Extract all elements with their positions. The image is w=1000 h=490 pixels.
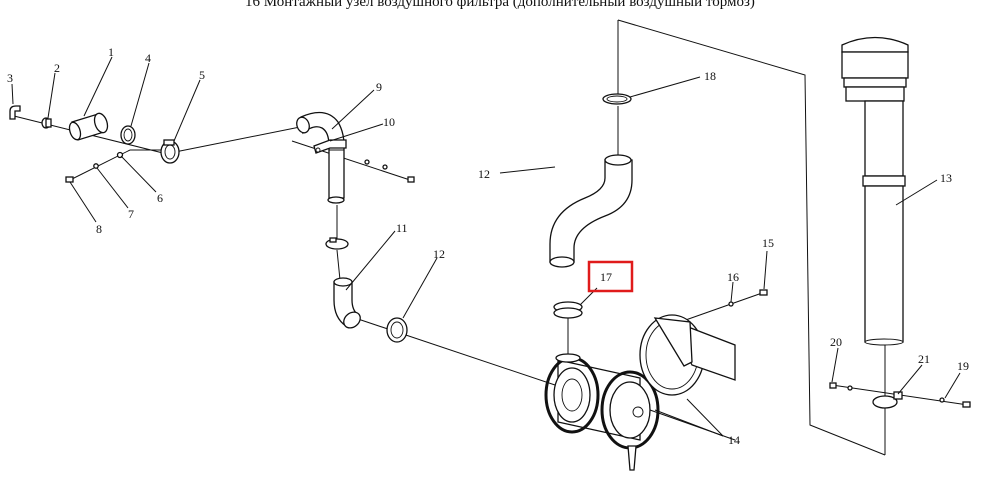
callout-3: 3 (7, 71, 13, 85)
part-19-20-bolts (829, 382, 971, 408)
clamp-upper-11 (325, 237, 349, 250)
callout-1: 1 (108, 45, 114, 59)
part-14-air-filter (544, 353, 660, 471)
callout-18: 18 (704, 69, 716, 83)
diagram-title: 16 Монтажный узел воздушного фильтра (до… (245, 0, 755, 10)
part-11-elbow (333, 277, 361, 329)
part-12-s-pipe (549, 154, 633, 268)
callout-11: 11 (396, 221, 408, 235)
assembly-lines (13, 19, 969, 456)
callout-13: 13 (940, 171, 952, 185)
highlight-box-part-17 (587, 260, 634, 293)
part-3-elbow-fitting (9, 105, 21, 120)
callout-16: 16 (727, 270, 739, 284)
part-13-snorkel (841, 36, 909, 346)
part-14-mounting-bracket (639, 314, 736, 396)
callout-17: 17 (600, 270, 612, 284)
callout-20: 20 (830, 335, 842, 349)
part-6-7-8-fasteners (65, 151, 124, 183)
part-4-clamp (120, 125, 136, 145)
callout-10: 10 (383, 115, 395, 129)
bracket-bolts (364, 159, 415, 183)
part-5-clamp (160, 139, 180, 164)
part-10-bracket (313, 139, 347, 154)
callout-leaders (11, 56, 961, 437)
part-2-nipple (41, 117, 52, 129)
callout-12-lower: 12 (433, 247, 445, 261)
callout-6: 6 (157, 191, 163, 205)
callout-15: 15 (762, 236, 774, 250)
callout-19: 19 (957, 359, 969, 373)
callout-9: 9 (376, 80, 382, 94)
part-9-intake-pipe (296, 111, 345, 204)
callout-2: 2 (54, 61, 60, 75)
callout-5: 5 (199, 68, 205, 82)
callout-12-upper: 12 (478, 167, 490, 181)
callout-7: 7 (128, 207, 134, 221)
callout-labels: 3 2 1 4 5 6 7 8 9 10 11 12 12 18 13 15 1… (7, 45, 969, 447)
part-21-clamp (872, 391, 903, 409)
callout-8: 8 (96, 222, 102, 236)
part-15-16-bolts (728, 289, 768, 307)
callout-14: 14 (728, 433, 740, 447)
part-18-clamp (602, 93, 632, 105)
part-12-clamp-lower (386, 317, 408, 343)
part-17-clamp (553, 301, 583, 319)
callout-4: 4 (145, 51, 151, 65)
part-1-hose (68, 112, 109, 141)
callout-21: 21 (918, 352, 930, 366)
